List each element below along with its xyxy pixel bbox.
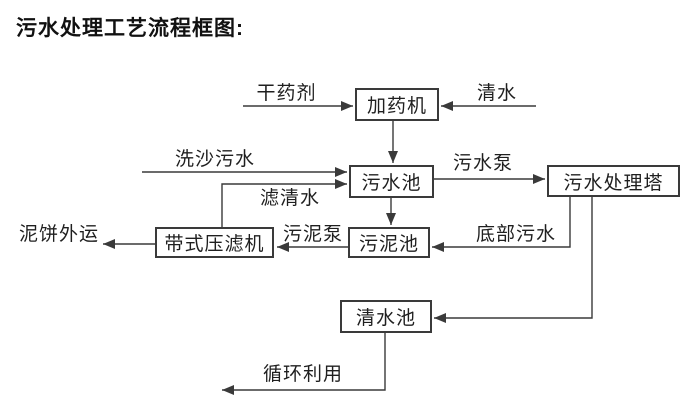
label-mud-cake-out: 泥饼外运 [18, 224, 99, 245]
label-sewage-pump: 污水泵 [452, 153, 513, 174]
label-dry-agent: 干药剂 [256, 83, 317, 104]
node-sewage-pool: 污水池 [349, 165, 434, 198]
node-sludge-pool: 污泥池 [348, 227, 430, 258]
label-sand-washing-sewage: 洗沙污水 [174, 149, 255, 170]
label-recycle: 循环利用 [262, 364, 343, 385]
node-belt-filter-press: 带式压滤机 [155, 227, 274, 258]
node-dosing-machine: 加药机 [355, 88, 439, 121]
label-bottom-sewage: 底部污水 [475, 224, 556, 245]
diagram-title: 污水处理工艺流程框图: [16, 17, 244, 40]
arrow-tower-to-clear-water-pool [434, 197, 593, 323]
node-clear-water-pool: 清水池 [340, 300, 432, 333]
label-clear-water: 清水 [476, 83, 517, 104]
label-filtered-water: 滤清水 [259, 188, 320, 209]
node-sewage-treatment-tower: 污水处理塔 [547, 165, 680, 197]
arrow-bottom-sewage-tower-to-sludge-pool [432, 197, 571, 252]
arrow-filtered-water-press-to-sewage-pool [221, 179, 347, 227]
arrow-clear-pool-to-recycle [222, 333, 386, 395]
label-sludge-pump: 污泥泵 [282, 224, 343, 245]
